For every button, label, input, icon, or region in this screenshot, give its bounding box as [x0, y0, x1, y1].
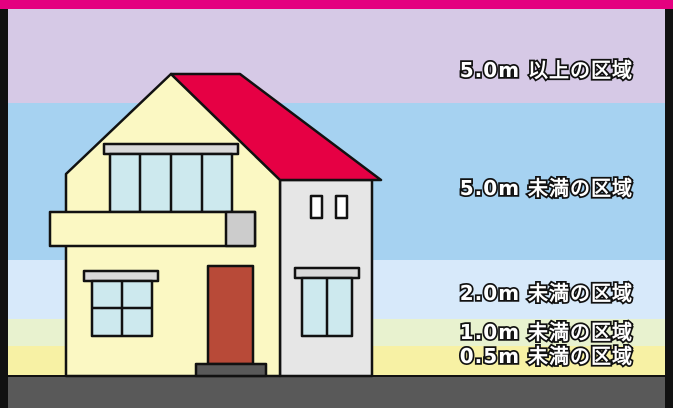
- house: [48, 72, 383, 378]
- annex-window-head: [293, 266, 361, 280]
- top-accent-bar: [0, 0, 673, 9]
- zone-label-under-2m: 2.0m 未満の区域: [458, 281, 634, 305]
- ground: [8, 376, 665, 408]
- house-roof: [169, 72, 383, 182]
- lower-window-head: [82, 269, 160, 283]
- upper-window-head: [102, 142, 240, 156]
- balcony: [48, 210, 257, 248]
- zone-label-under-05m: 0.5m 未満の区域: [458, 344, 634, 368]
- front-door: [206, 264, 255, 366]
- door-step: [194, 362, 268, 378]
- zone-label-under-5m: 5.0m 未満の区域: [458, 176, 634, 200]
- zone-band-over-5m: [8, 8, 665, 103]
- zone-label-under-1m: 1.0m 未満の区域: [458, 320, 634, 344]
- annex-small-window: [309, 194, 324, 220]
- zone-label-over-5m: 5.0m 以上の区域: [458, 58, 634, 82]
- annex-small-window: [334, 194, 349, 220]
- balcony-side-panel: [224, 210, 257, 248]
